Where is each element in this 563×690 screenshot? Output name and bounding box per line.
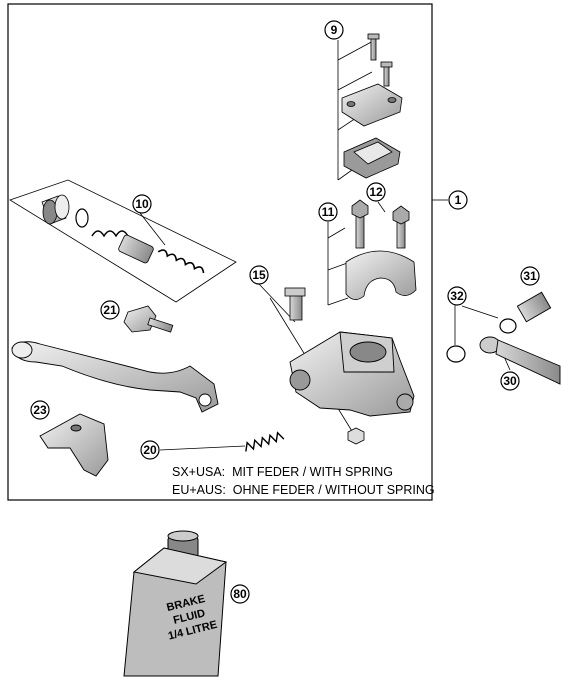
part-21-adjuster bbox=[123, 305, 174, 333]
callout-30: 30 bbox=[500, 371, 520, 391]
svg-text:20: 20 bbox=[143, 443, 157, 457]
callout-12: 12 bbox=[366, 182, 386, 202]
master-cylinder-housing bbox=[289, 331, 415, 417]
svg-text:10: 10 bbox=[135, 197, 149, 211]
svg-text:23: 23 bbox=[33, 403, 47, 417]
part-23-dust-cover bbox=[39, 413, 109, 477]
part-9-cap-screws-membrane bbox=[341, 33, 403, 179]
callout-9: 9 bbox=[324, 20, 344, 40]
svg-text:9: 9 bbox=[331, 23, 338, 37]
note-with-spring: SX+USA: MIT FEDER / WITH SPRING bbox=[172, 465, 393, 479]
svg-text:1: 1 bbox=[455, 193, 462, 207]
svg-text:12: 12 bbox=[369, 185, 383, 199]
callout-1: 1 bbox=[448, 190, 468, 210]
callout-11: 11 bbox=[318, 202, 338, 222]
svg-text:21: 21 bbox=[103, 303, 117, 317]
note-without-spring: EU+AUS: OHNE FEDER / WITHOUT SPRING bbox=[172, 483, 435, 497]
brake-lever bbox=[11, 341, 219, 413]
callout-21: 21 bbox=[100, 300, 120, 320]
svg-text:15: 15 bbox=[252, 268, 266, 282]
part-10-piston-kit bbox=[9, 179, 237, 303]
callout-23: 23 bbox=[30, 400, 50, 420]
part-11-12-clamp-bolts bbox=[345, 199, 417, 300]
part-30-31-32-brake-line bbox=[446, 291, 561, 385]
callout-20: 20 bbox=[140, 440, 160, 460]
callout-80: 80 bbox=[230, 584, 250, 604]
callout-10: 10 bbox=[132, 194, 152, 214]
callout-15: 15 bbox=[249, 265, 269, 285]
svg-text:32: 32 bbox=[450, 289, 464, 303]
svg-text:31: 31 bbox=[523, 269, 537, 283]
part-15-pivot-bolt bbox=[284, 287, 365, 445]
svg-text:80: 80 bbox=[233, 587, 247, 601]
svg-text:11: 11 bbox=[322, 205, 335, 219]
part-20-spring bbox=[245, 431, 285, 452]
callout-31: 31 bbox=[520, 266, 540, 286]
brake-fluid-bottle bbox=[123, 530, 228, 677]
assembly-frame bbox=[7, 3, 433, 501]
svg-text:30: 30 bbox=[503, 374, 517, 388]
callout-32: 32 bbox=[447, 286, 467, 306]
